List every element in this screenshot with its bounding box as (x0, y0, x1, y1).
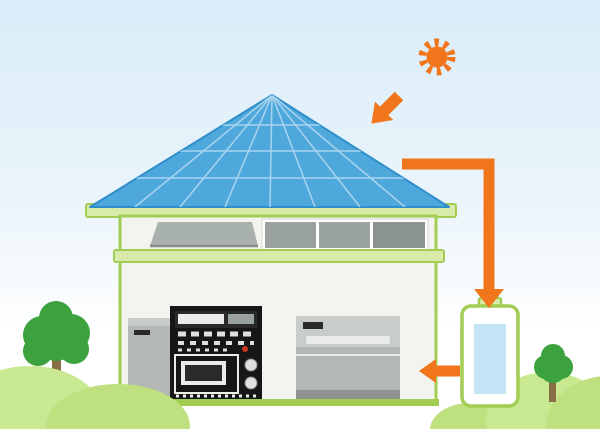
tree-left (23, 301, 90, 386)
window-pane (373, 222, 425, 248)
control-knob (244, 358, 258, 372)
upstairs-windows (261, 218, 429, 252)
control-knob (244, 376, 258, 390)
roof-to-battery-arrow-icon (402, 158, 504, 308)
oven-unit (170, 306, 262, 399)
solar-panel-roof (89, 94, 450, 208)
window-pane (265, 222, 316, 248)
tree-right (534, 344, 573, 402)
window-pane (319, 222, 370, 248)
battery-charge-level (474, 324, 506, 394)
dishwasher (296, 316, 400, 402)
storage-battery (460, 296, 520, 408)
bush-left (0, 366, 190, 429)
sunlight-arrow-icon (371, 91, 404, 124)
sun-icon (418, 38, 456, 76)
range-hood (150, 222, 258, 248)
battery-to-house-arrow-icon (419, 359, 460, 383)
house (85, 94, 457, 406)
floor-ledge (113, 249, 445, 263)
indicator-light (242, 346, 248, 352)
house-base (117, 399, 439, 406)
